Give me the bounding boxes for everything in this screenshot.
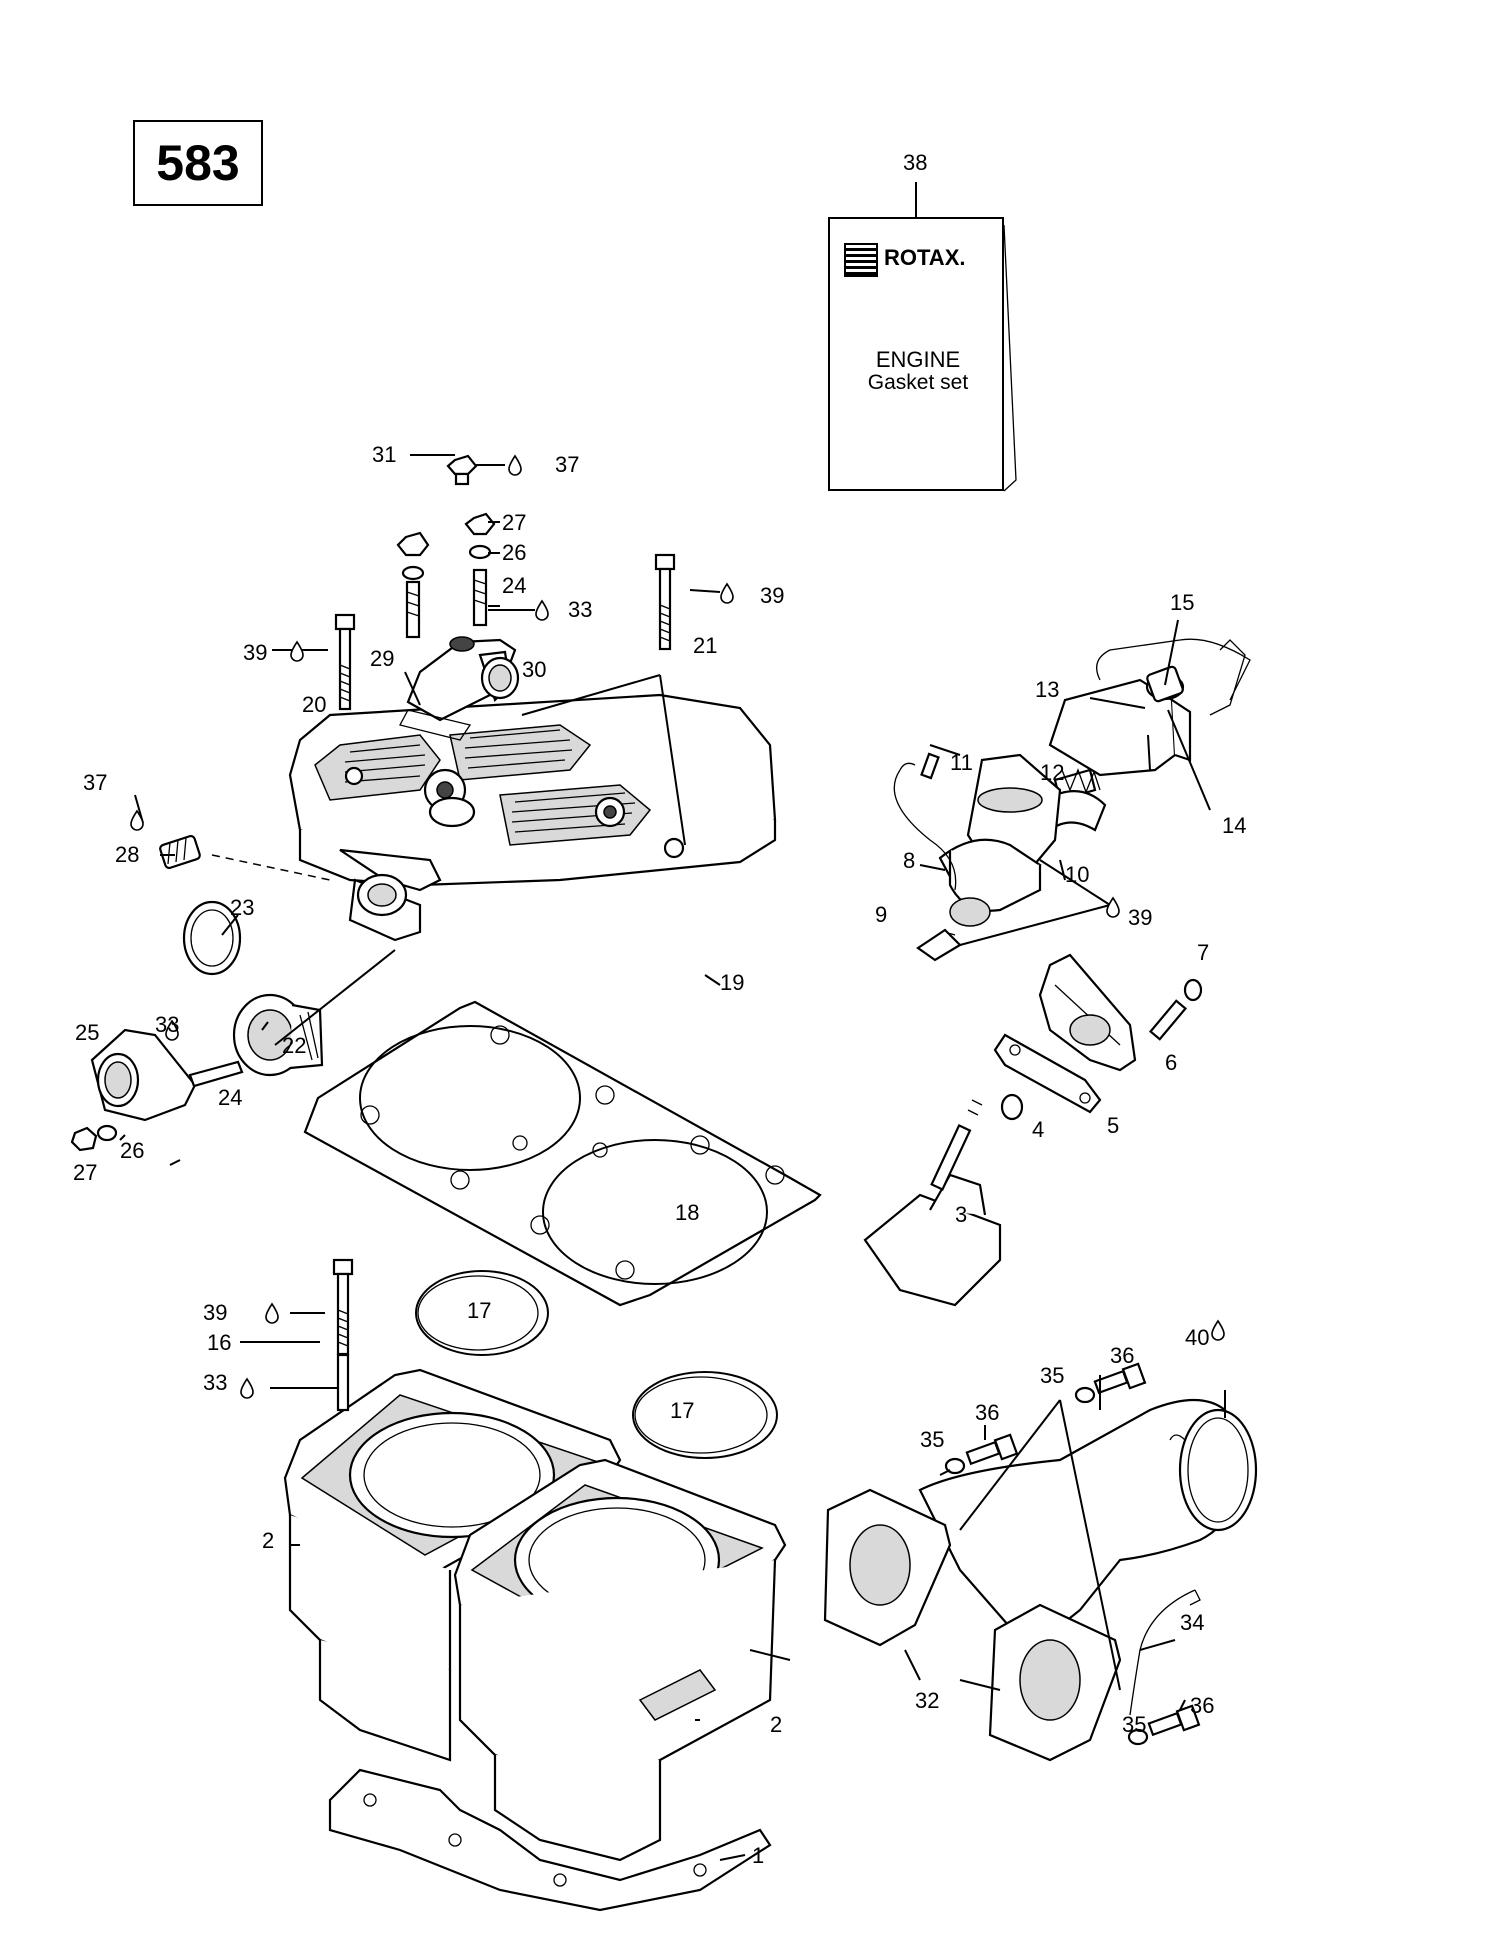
callout-11: 11 xyxy=(950,750,973,775)
rotax-logo-icon xyxy=(844,243,878,277)
callout-36: 36 xyxy=(1190,1693,1214,1718)
callout-27: 27 xyxy=(502,510,526,535)
exhaust-manifold xyxy=(823,1362,1258,1762)
callout-34: 34 xyxy=(1180,1610,1204,1635)
callout-33: 33 xyxy=(155,1012,179,1037)
callout-30: 30 xyxy=(522,657,546,682)
callout-10: 10 xyxy=(1065,862,1089,887)
plug xyxy=(159,834,201,870)
callout-35: 35 xyxy=(1040,1363,1064,1388)
callout-1: 1 xyxy=(752,1843,764,1868)
callout-9: 9 xyxy=(875,902,887,927)
rave-valve-assembly xyxy=(893,665,1192,962)
valve-gasket xyxy=(993,1033,1102,1114)
callout-37: 37 xyxy=(83,770,107,795)
cylinder-head xyxy=(288,693,777,942)
o-ring-left xyxy=(415,1270,549,1356)
callout-33: 33 xyxy=(203,1370,227,1395)
callout-21: 21 xyxy=(693,633,717,658)
exhaust-valve xyxy=(863,1099,1002,1307)
callout-40: 40 xyxy=(1185,1325,1209,1350)
gasket-kit-box: ROTAX. ENGINE Gasket set xyxy=(828,217,1004,491)
callout-3: 3 xyxy=(955,1202,967,1227)
cylinders xyxy=(283,1368,787,1912)
callout-36: 36 xyxy=(1110,1343,1134,1368)
callout-2: 2 xyxy=(770,1712,782,1737)
stud-set-top xyxy=(396,454,496,639)
callout-27: 27 xyxy=(73,1160,97,1185)
o-ring-right xyxy=(632,1371,778,1459)
head-bolt-21 xyxy=(654,553,676,651)
callout-12: 12 xyxy=(1040,760,1064,785)
callout-29: 29 xyxy=(370,646,394,671)
callout-2: 2 xyxy=(262,1528,274,1553)
kit-box-side xyxy=(1003,224,1017,492)
callout-24: 24 xyxy=(502,573,526,598)
callout-25: 25 xyxy=(75,1020,99,1045)
callout-labels: 38 31 37 27 26 24 33 39 39 29 30 21 20 1… xyxy=(73,150,1246,1868)
kit-brand: ROTAX. xyxy=(884,245,966,270)
head-bolt-20 xyxy=(334,613,356,711)
callout-4: 4 xyxy=(1032,1117,1044,1142)
callout-28: 28 xyxy=(115,842,139,867)
callout-26: 26 xyxy=(502,540,526,565)
callout-38: 38 xyxy=(903,150,927,175)
cylinder-bolt xyxy=(332,1258,354,1356)
callout-17: 17 xyxy=(467,1298,491,1323)
callout-20: 20 xyxy=(302,692,326,717)
thermostat-cover xyxy=(70,1028,244,1152)
callout-23: 23 xyxy=(230,895,254,920)
callout-13: 13 xyxy=(1035,677,1059,702)
kit-subtitle: Gasket set xyxy=(867,371,969,394)
callout-7: 7 xyxy=(1197,940,1209,965)
callout-32: 32 xyxy=(915,1688,939,1713)
callout-5: 5 xyxy=(1107,1113,1119,1138)
thermostat xyxy=(182,900,324,1077)
callout-24: 24 xyxy=(218,1085,242,1110)
water-outlet xyxy=(399,636,520,741)
callout-37: 37 xyxy=(555,452,579,477)
callout-14: 14 xyxy=(1222,813,1246,838)
callout-8: 8 xyxy=(903,848,915,873)
callout-16: 16 xyxy=(207,1330,231,1355)
valve-housing xyxy=(1038,953,1203,1072)
callout-26: 26 xyxy=(120,1138,144,1163)
callout-36: 36 xyxy=(975,1400,999,1425)
head-gasket xyxy=(303,1000,822,1307)
callout-18: 18 xyxy=(675,1200,699,1225)
callout-35: 35 xyxy=(1122,1712,1146,1737)
callout-39: 39 xyxy=(760,583,784,608)
callout-6: 6 xyxy=(1165,1050,1177,1075)
diagram-number-box: 583 xyxy=(133,120,263,206)
callout-15: 15 xyxy=(1170,590,1194,615)
valve-washer xyxy=(1000,1093,1024,1121)
kit-title: ENGINE xyxy=(875,347,961,372)
callout-39: 39 xyxy=(243,640,267,665)
callout-35: 35 xyxy=(920,1427,944,1452)
leader-lines xyxy=(119,454,1226,1861)
callout-17: 17 xyxy=(670,1398,694,1423)
callout-19: 19 xyxy=(720,970,744,995)
callout-22: 22 xyxy=(282,1033,306,1058)
callout-39: 39 xyxy=(1128,905,1152,930)
callout-33: 33 xyxy=(568,597,592,622)
retaining-clip xyxy=(1096,638,1251,701)
callout-31: 31 xyxy=(372,442,396,467)
callout-39: 39 xyxy=(203,1300,227,1325)
